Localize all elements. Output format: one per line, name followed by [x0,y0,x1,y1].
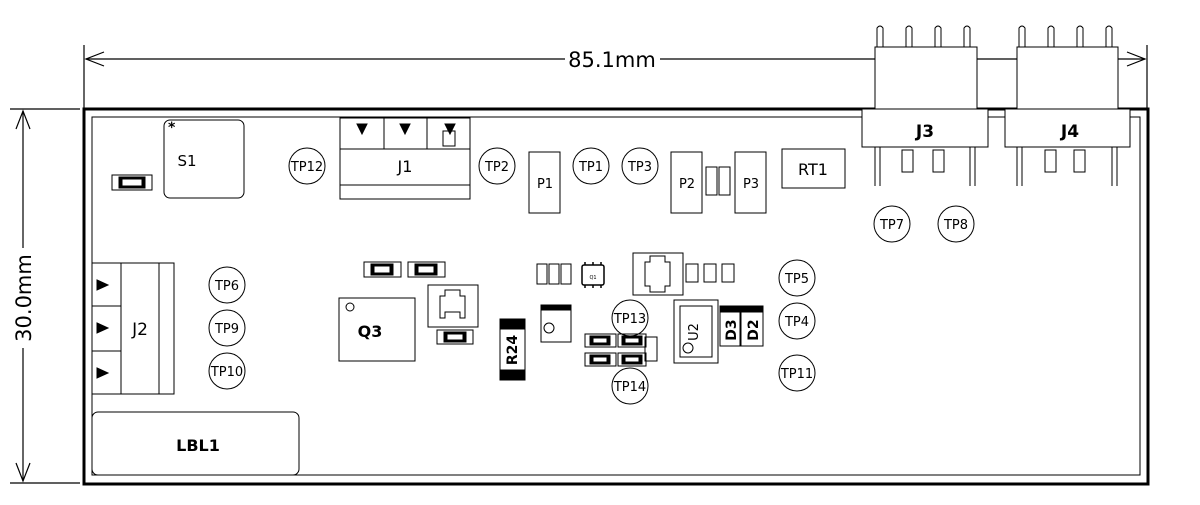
thermistor-rt1 [781,148,846,189]
width-dimension-label: 85.1mm [568,48,656,72]
regulator-u1 [632,252,735,296]
d3-label: D3 [724,319,740,340]
tp11-label: TP11 [780,367,813,382]
test-point-tp5: TP5 [778,259,816,297]
ic-q1 [581,262,605,288]
small-parts-p2-p3 [705,166,731,196]
connector-j2 [91,262,175,395]
tp14-label: TP14 [613,380,646,395]
test-point-tp6: TP6 [208,266,246,304]
tp3-label: TP3 [627,160,652,175]
j1-label: J1 [397,157,413,176]
p1-label: P1 [537,177,553,192]
resistor-cluster-left [536,263,572,285]
ic-u2 [673,299,719,364]
tp7-label: TP7 [879,218,904,233]
q3-pin1-marker [345,302,355,312]
tp1-label: TP1 [578,160,603,175]
caps-c5-c6 [363,261,446,278]
tp12-label: TP12 [290,160,323,175]
height-dimension-label: 30.0mm [12,254,36,342]
rt1-label: RT1 [798,160,828,179]
j2-label: J2 [131,320,148,340]
resistor-r24 [499,318,526,381]
tp2-label: TP2 [484,160,509,175]
switch-s1 [163,119,245,199]
test-point-tp14: TP14 [611,367,649,405]
tp8-label: TP8 [943,218,968,233]
connector-j4 [1004,25,1131,186]
tp9-label: TP9 [214,322,239,337]
connector-j1 [339,117,471,200]
connector-j3 [861,25,989,186]
diodes-d3-d2 [719,305,764,347]
board-keepout [91,116,1141,476]
r24-label: R24 [505,335,521,366]
d2-label: D2 [746,319,762,340]
diode-d1 [540,304,572,343]
transistor-q3 [338,297,416,362]
j4-label: J4 [1060,122,1079,142]
test-point-tp9: TP9 [208,309,246,347]
j3-label: J3 [915,122,934,142]
test-point-tp7: TP7 [873,205,911,243]
tp6-label: TP6 [214,279,239,294]
tp10-label: TP10 [210,365,243,380]
tp5-label: TP5 [784,272,809,287]
label-area-lbl1 [91,411,300,476]
test-point-tp12: TP12 [288,147,326,185]
p2-label: P2 [679,177,695,192]
p3-label: P3 [743,177,759,192]
u2-label: U2 [687,323,702,341]
q1-label: Q1 [589,275,596,281]
test-point-tp2: TP2 [478,147,516,185]
test-point-tp3: TP3 [621,147,659,185]
tp13-label: TP13 [613,312,646,327]
test-point-tp1: TP1 [572,147,610,185]
test-point-tp4: TP4 [778,302,816,340]
pad-p1 [528,151,561,214]
lbl1-label: LBL1 [176,436,220,455]
test-point-tp10: TP10 [208,352,246,390]
test-point-tp11: TP11 [778,354,816,392]
s1-label: S1 [177,152,196,170]
test-point-tp8: TP8 [937,205,975,243]
test-point-tp13: TP13 [611,299,649,337]
transistor-q4 [427,284,479,345]
board-outline [82,107,1150,486]
pad-p3 [734,151,767,214]
q3-label: Q3 [358,322,383,341]
resistor-r1 [111,174,153,191]
pad-p2 [670,151,703,214]
tp4-label: TP4 [784,315,809,330]
capacitor-cluster [584,333,658,367]
height-dimension [10,108,80,484]
s1-pin1-marker: * [168,120,176,136]
